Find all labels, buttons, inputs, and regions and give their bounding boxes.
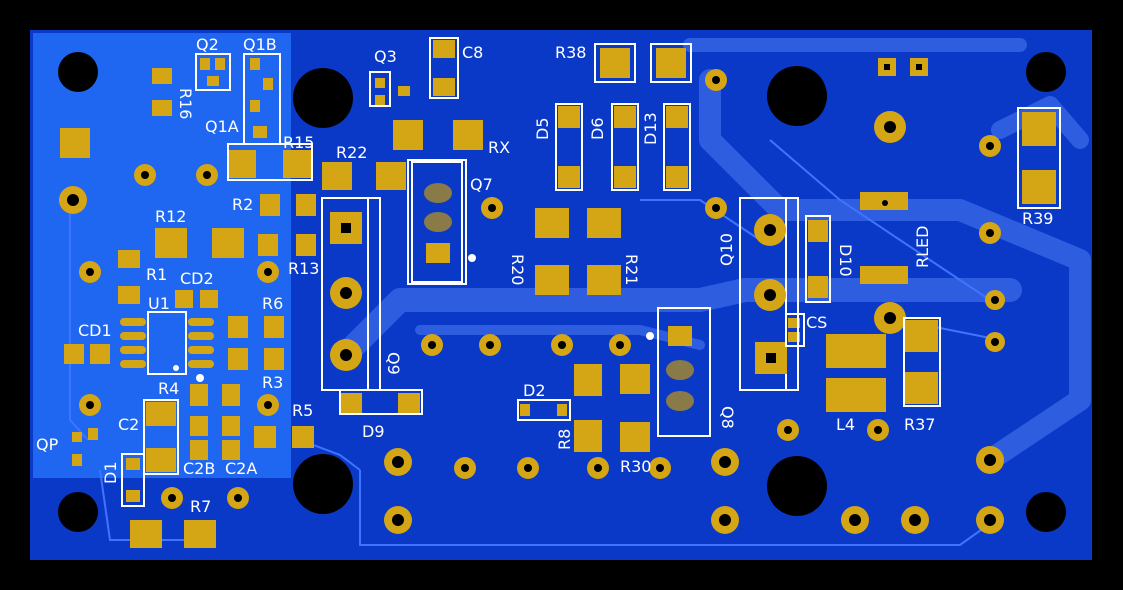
label-u1: U1 [148,294,170,313]
label-r7: R7 [190,497,211,516]
label-r4: R4 [158,379,179,398]
label-c2a: C2A [225,459,257,478]
label-rx: RX [488,138,510,157]
label-q2: Q2 [196,35,219,54]
label-cd2: CD2 [180,269,214,288]
label-qp: QP [36,435,59,454]
label-r6: R6 [262,294,283,313]
label-q1a: Q1A [205,117,239,136]
through-hole-pads [59,58,1005,534]
label-r15: R15 [283,133,314,152]
label-l4: L4 [836,415,855,434]
label-q10: Q10 [717,233,736,266]
label-q8: Q8 [718,406,737,429]
label-cd1: CD1 [78,321,112,340]
label-r20: R20 [508,254,527,285]
label-d5: D5 [533,118,552,141]
label-q1b: Q1B [243,35,277,54]
label-q3: Q3 [374,47,397,66]
label-r30: R30 [620,457,651,476]
silkscreen-outlines [121,37,1061,507]
label-r16: R16 [176,88,195,119]
label-r3: R3 [262,373,283,392]
label-r5: R5 [292,401,313,420]
label-r1: R1 [146,265,167,284]
label-q7: Q7 [470,175,493,194]
label-d13: D13 [641,112,660,145]
label-cs: CS [806,313,827,332]
label-r8: R8 [555,429,574,450]
label-d2: D2 [523,381,546,400]
label-rled: RLED [913,226,932,268]
label-r39: R39 [1022,209,1053,228]
copper-traces [69,38,1091,546]
smd-pads [64,40,1056,548]
label-r22: R22 [336,143,367,162]
label-d9: D9 [362,422,385,441]
label-d10: D10 [836,244,855,277]
label-c8: C8 [462,43,483,62]
label-r2: R2 [232,195,253,214]
label-c2b: C2B [183,459,215,478]
label-d1: D1 [101,462,120,485]
label-c2: C2 [118,415,139,434]
label-q9: Q9 [384,352,403,375]
label-r37: R37 [904,415,935,434]
label-d6: D6 [588,118,607,141]
silkscreen-labels: Q2 Q1B R16 Q1A R15 Q3 C8 R38 RX R22 Q7 D… [36,35,1053,516]
mounting-holes [58,52,1066,532]
label-r12: R12 [155,207,186,226]
label-r21: R21 [622,254,641,285]
label-r38: R38 [555,43,586,62]
label-r13: R13 [288,259,319,278]
